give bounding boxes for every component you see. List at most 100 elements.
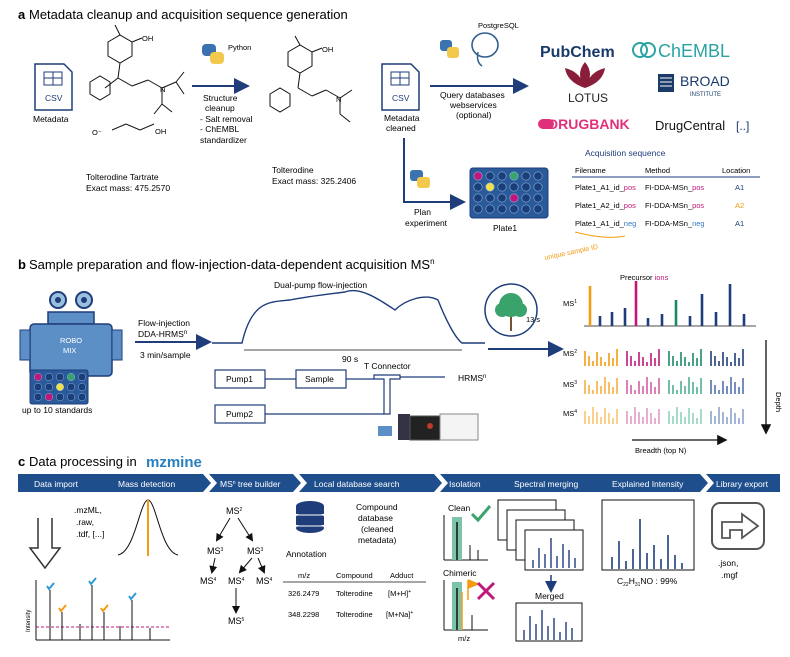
seq-header-method: Method bbox=[645, 166, 670, 175]
plate-well bbox=[497, 193, 507, 203]
peak-marker bbox=[100, 604, 109, 613]
timer-tree-icon bbox=[484, 283, 538, 337]
export-format-1: .json, bbox=[718, 558, 738, 568]
chimeric-label: Chimeric bbox=[443, 568, 477, 578]
robot-plate-well bbox=[44, 392, 54, 402]
precursor-label: Precursor ions bbox=[620, 273, 669, 282]
chimeric-mz-label: m/z bbox=[458, 634, 470, 643]
stage-mass-detection: Mass detection bbox=[118, 479, 175, 489]
plate-well bbox=[485, 182, 495, 192]
broad-logo: BROAD bbox=[680, 73, 730, 89]
robot-icon bbox=[19, 291, 123, 405]
seq-header-filename: Filename bbox=[575, 166, 606, 175]
python-icon-2 bbox=[440, 40, 459, 58]
robot-plate-well bbox=[77, 372, 87, 382]
plate-well bbox=[473, 193, 483, 203]
compound-db-4: metadata) bbox=[358, 535, 396, 545]
compound2-mass: Exact mass: 325.2406 bbox=[272, 176, 356, 186]
flow-injection-trace bbox=[212, 289, 485, 344]
postgres-label: PostgreSQL bbox=[478, 21, 519, 30]
ms2-label: MS2 bbox=[563, 349, 577, 358]
flag-icon bbox=[467, 579, 481, 600]
dual-pump-label: Dual-pump flow-injection bbox=[274, 280, 367, 290]
check-icon bbox=[470, 505, 492, 523]
query-3: (optional) bbox=[456, 110, 492, 120]
robot-plate-well bbox=[33, 392, 43, 402]
plan-arrow bbox=[403, 138, 466, 210]
compound-db-3: (cleaned bbox=[361, 524, 394, 534]
db-row-2-adduct: [M+Na]+ bbox=[386, 610, 413, 619]
section-b-title: Sample preparation and flow-injection-da… bbox=[29, 257, 435, 272]
cross-icon bbox=[476, 581, 496, 601]
db-header-mz: m/z bbox=[298, 571, 310, 580]
explained-intensity-spectrum bbox=[601, 499, 695, 571]
robot-plate-well bbox=[33, 382, 43, 392]
compound1-mass: Exact mass: 475.2570 bbox=[86, 183, 170, 193]
csv-cleaned-icon: CSV bbox=[381, 63, 420, 111]
hrms-label: HRMSn bbox=[458, 373, 486, 383]
metadata-cleaned-1: Metadata bbox=[384, 113, 420, 123]
pump1-label: Pump1 bbox=[226, 374, 253, 384]
sample-label: Sample bbox=[305, 374, 334, 384]
ms3-label: MS3 bbox=[563, 380, 577, 389]
compound2-name: Tolterodine bbox=[272, 165, 314, 175]
format-2: .raw, bbox=[76, 517, 94, 527]
lotus-logo: LOTUS bbox=[568, 91, 608, 105]
db-row-1-mz: 326.2479 bbox=[288, 589, 319, 598]
section-b-letter: b bbox=[18, 257, 26, 272]
seq-row-3: Plate1_A1_id_neg bbox=[575, 219, 636, 228]
robot-plate-well bbox=[66, 382, 76, 392]
intensity-label: Intensity bbox=[26, 610, 32, 632]
plate-well bbox=[533, 193, 543, 203]
svg-text:MS5: MS5 bbox=[228, 616, 245, 626]
plate-well bbox=[497, 182, 507, 192]
plate-well bbox=[521, 182, 531, 192]
db-row-1-compound: Tolterodine bbox=[336, 589, 373, 598]
plate-label: Plate1 bbox=[493, 223, 517, 233]
unique-id-brace bbox=[574, 231, 626, 238]
svg-text:MS4: MS4 bbox=[200, 576, 217, 586]
peak-marker bbox=[58, 604, 67, 613]
unique-id-note: unique sample ID bbox=[544, 244, 599, 262]
seq-row-2: Plate1_A2_id_pos bbox=[575, 201, 636, 210]
tartrate-oh-label: OH bbox=[155, 127, 166, 136]
msn-tree-edges bbox=[209, 517, 266, 614]
clean-spectrum bbox=[443, 515, 488, 561]
breadth-label: Breadth (top N) bbox=[635, 446, 687, 455]
csv-label-2: CSV bbox=[392, 93, 410, 103]
cleanup-step-2: - ChEMBL bbox=[200, 124, 239, 134]
stage-local-db-search: Local database search bbox=[314, 479, 400, 489]
ms1-label: MS1 bbox=[563, 299, 577, 308]
oh-label: OH bbox=[142, 34, 153, 43]
python-icon bbox=[202, 44, 224, 64]
depth-label: Depth bbox=[774, 392, 783, 412]
up-to-label: up to 10 standards bbox=[22, 405, 92, 415]
svg-text:MS4: MS4 bbox=[256, 576, 273, 586]
merging-spectra-stack bbox=[497, 499, 584, 571]
plate-well bbox=[533, 171, 543, 181]
robot-plate-well bbox=[33, 372, 43, 382]
seq-row-1-loc: A1 bbox=[735, 183, 744, 192]
db-header-adduct: Adduct bbox=[390, 571, 414, 580]
peak-marker bbox=[46, 582, 55, 591]
well-plate bbox=[469, 167, 549, 219]
python-label: Python bbox=[228, 43, 251, 52]
compound1-name: Tolterodine Tartrate bbox=[86, 172, 159, 182]
tree-time: 13 s bbox=[526, 315, 540, 324]
postgresql-elephant-icon bbox=[471, 32, 499, 67]
import-arrow-icon bbox=[28, 518, 62, 570]
pipeline-banner bbox=[18, 474, 780, 492]
detected-peaks bbox=[46, 577, 151, 640]
seq-row-2-loc: A2 bbox=[735, 201, 744, 210]
tolterodine-tartrate-structure bbox=[89, 24, 185, 131]
section-c-title: Data processing in bbox=[29, 454, 137, 469]
plate-well bbox=[509, 171, 519, 181]
metadata-label: Metadata bbox=[33, 114, 69, 124]
plan-1: Plan bbox=[414, 207, 431, 217]
drugbank-logo-icon bbox=[538, 119, 554, 129]
robot-label-1: ROBO bbox=[60, 336, 82, 345]
pump2-label: Pump2 bbox=[226, 409, 253, 419]
format-1: .mzML, bbox=[74, 505, 102, 515]
python-icon-3 bbox=[410, 170, 430, 188]
